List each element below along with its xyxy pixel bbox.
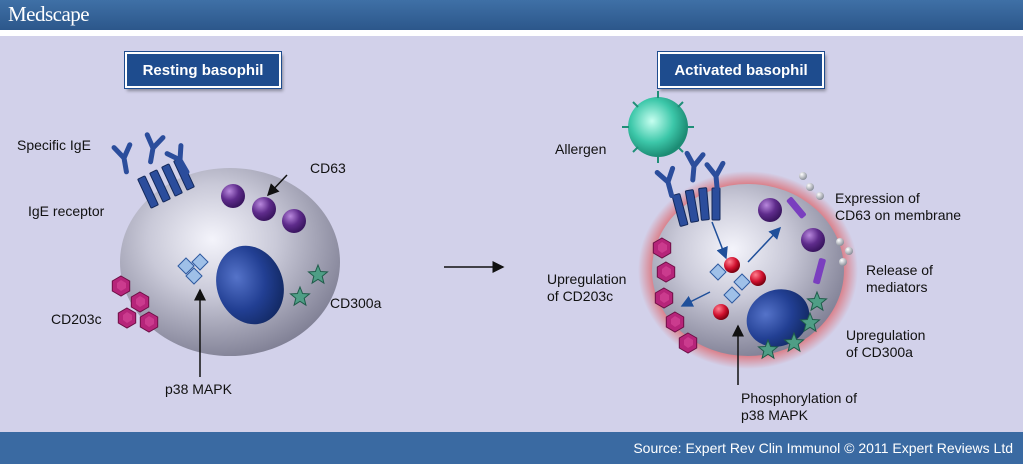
footer-bar: Source: Expert Rev Clin Immunol © 2011 E…	[0, 432, 1023, 464]
label-expression-cd63: Expression of CD63 on membrane	[835, 190, 961, 224]
resting-basophil-title: Resting basophil	[125, 52, 281, 88]
label-phosphorylation-p38: Phosphorylation of p38 MAPK	[741, 390, 857, 424]
activated-basophil-title: Activated basophil	[658, 52, 824, 88]
source-citation: Source: Expert Rev Clin Immunol © 2011 E…	[633, 440, 1013, 456]
label-release-mediators: Release of mediators	[866, 262, 933, 296]
label-cd300a: CD300a	[330, 295, 381, 312]
label-p38-mapk: p38 MAPK	[165, 381, 232, 398]
label-cd203c: CD203c	[51, 311, 102, 328]
label-ige-receptor: IgE receptor	[28, 203, 104, 220]
allergen-particle	[622, 91, 694, 163]
label-specific-ige: Specific IgE	[17, 137, 91, 154]
label-upregulation-cd203c: Upregulation of CD203c	[547, 271, 626, 305]
label-cd63: CD63	[310, 160, 346, 177]
label-allergen: Allergen	[555, 141, 606, 158]
label-upregulation-cd300a: Upregulation of CD300a	[846, 327, 925, 361]
